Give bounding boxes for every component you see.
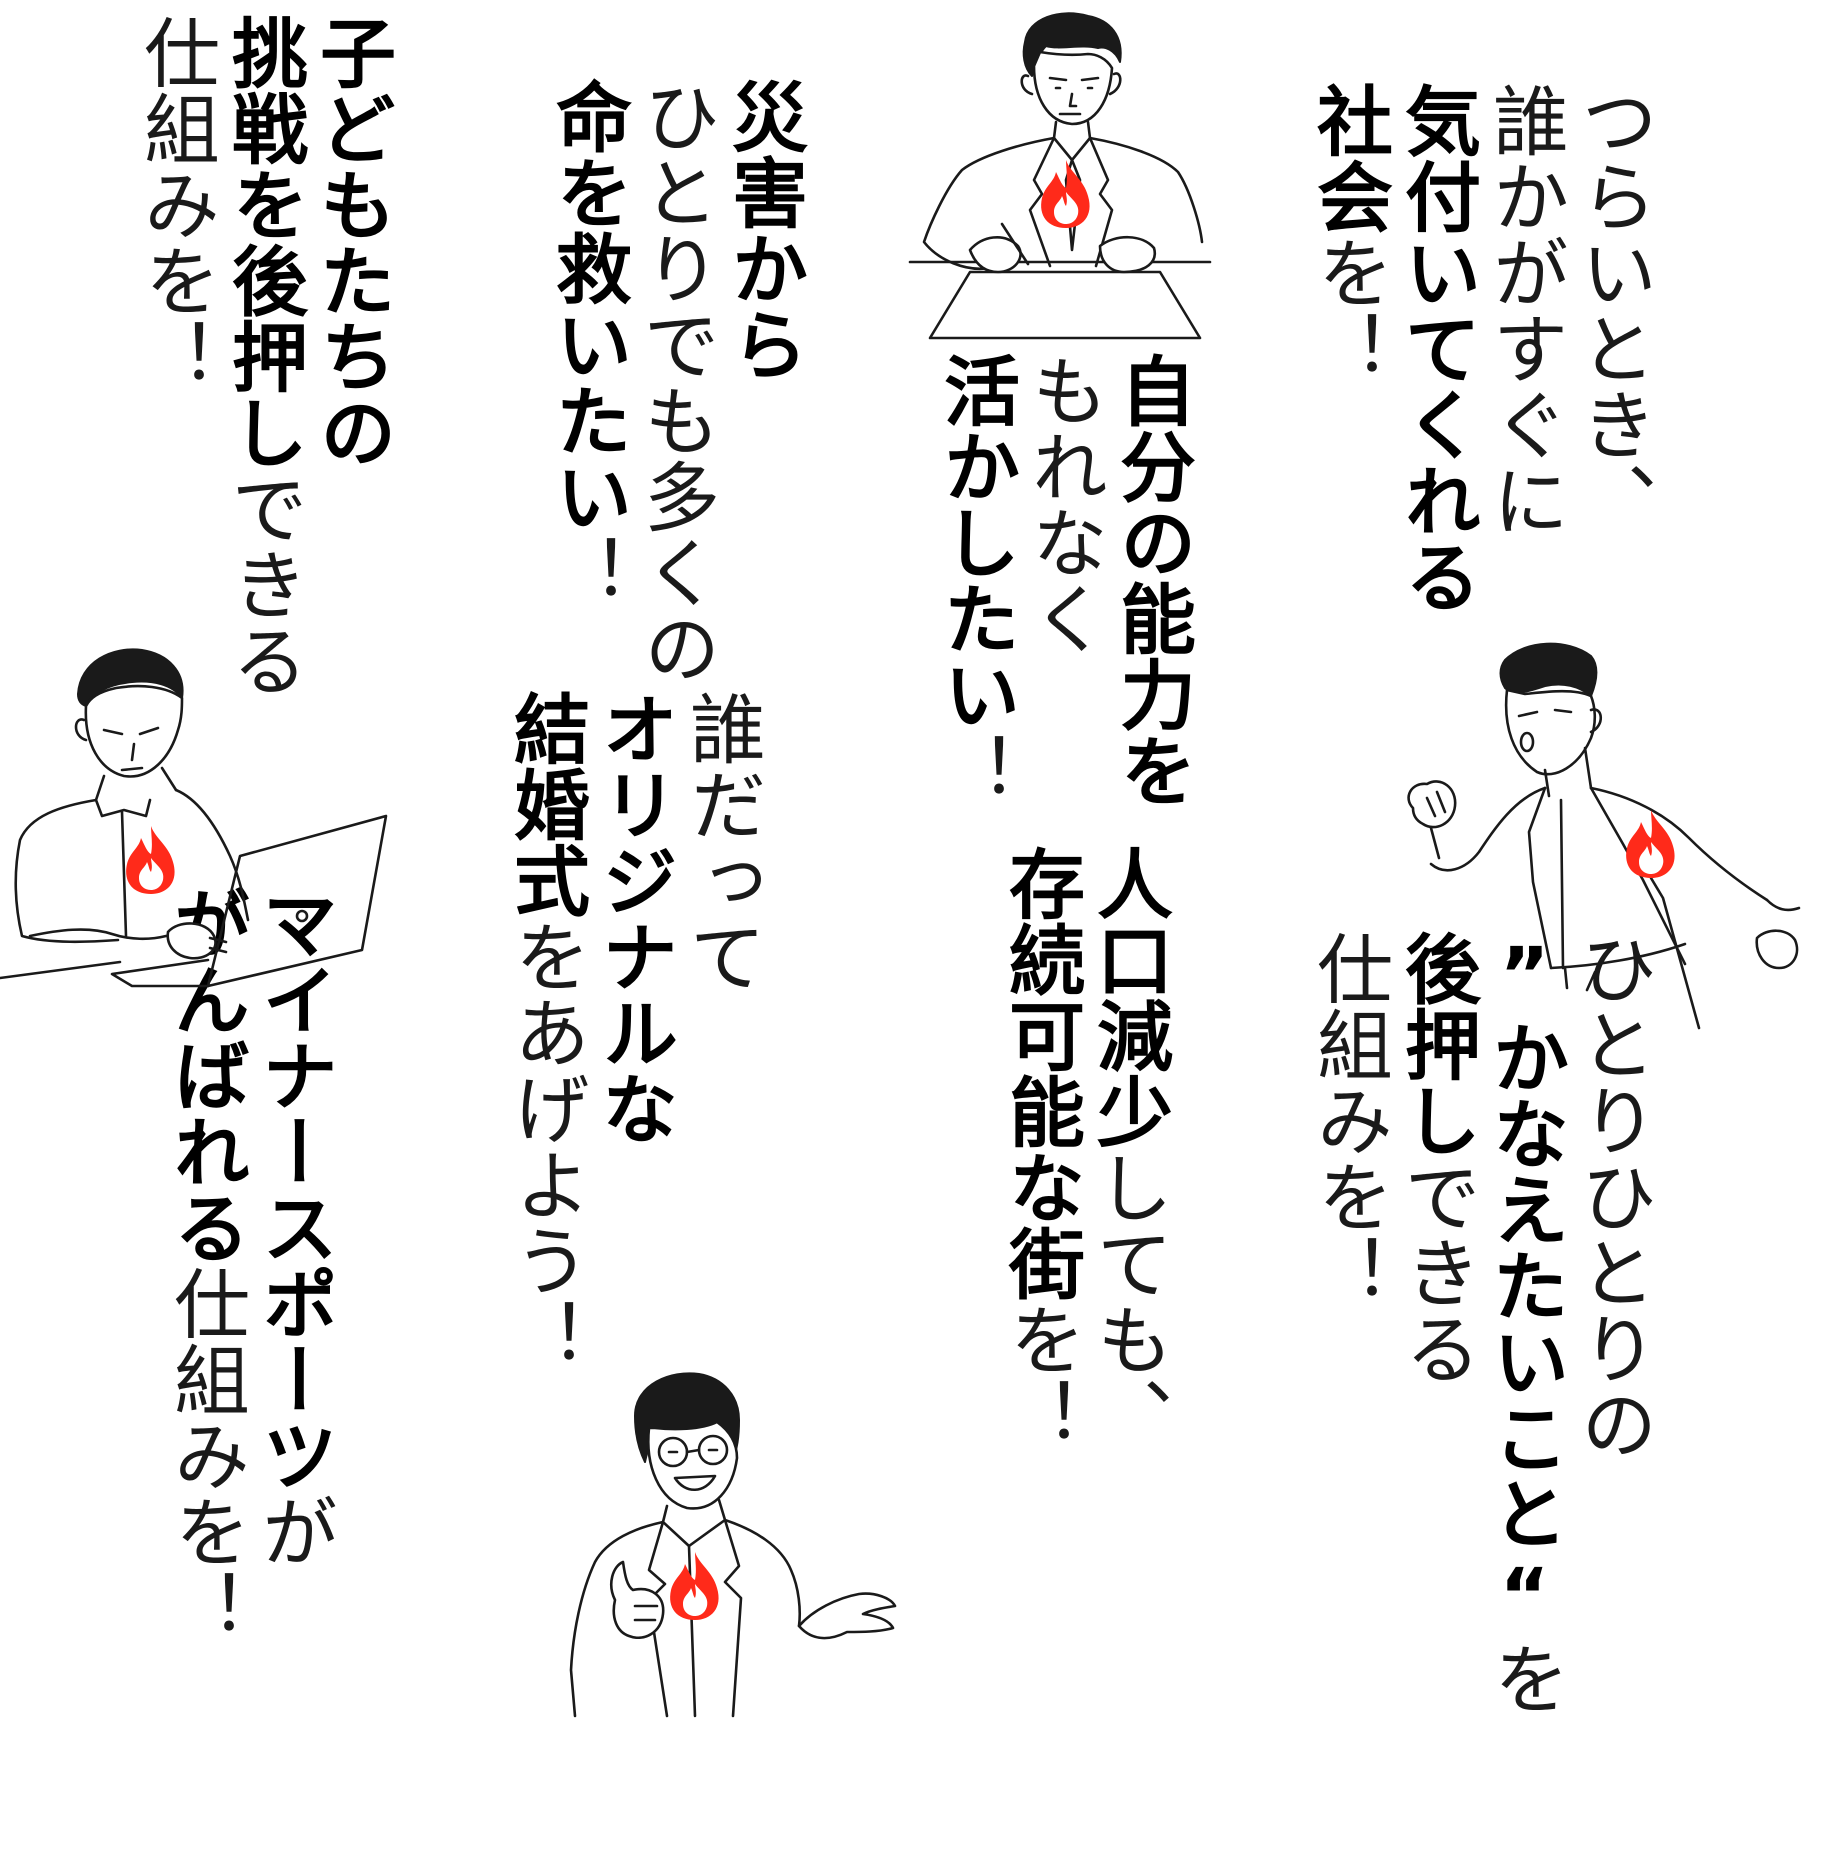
bold-text: 気付いてくれる: [1392, 82, 1481, 614]
bold-text: ”かなえたいこと“: [1480, 930, 1569, 1640]
regular-text: つらいとき、: [1568, 82, 1657, 538]
phrase-line: ”かなえたいこと“を: [1480, 930, 1569, 1810]
regular-text: 仕組みを！: [1304, 930, 1393, 1310]
bold-text: 子どもたちの: [307, 14, 396, 470]
phrase-line: つらいとき、: [1568, 82, 1657, 622]
regular-text: ひとりひとりの: [1568, 930, 1657, 1462]
phrase-line: 誰かがすぐに: [1480, 82, 1569, 622]
phrase-line: 仕組みを！: [1304, 930, 1393, 1810]
person-running-fist-icon: [1395, 638, 1815, 1046]
regular-text: を: [1480, 1640, 1569, 1716]
regular-text: できる: [1392, 1158, 1481, 1386]
phrase-line: マイナースポーツが: [249, 885, 338, 1845]
bold-text: 活かしたい: [931, 352, 1020, 732]
phrase-line: 気付いてくれる: [1392, 82, 1481, 622]
phrase-line: 結婚式をあげよう！: [501, 690, 590, 1374]
bold-text: 人口減少: [1084, 845, 1173, 1149]
regular-text: ！: [931, 732, 1020, 808]
phrase-saigai: 災害からひとりでも多くの命を救いたい！: [537, 78, 808, 698]
phrase-kizuku: つらいとき、誰かがすぐに気付いてくれる社会を！: [1298, 82, 1657, 622]
bold-text: 後押し: [1392, 930, 1481, 1158]
bold-text: 存続可能な街: [996, 845, 1085, 1301]
regular-text: をあげよう！: [501, 918, 590, 1374]
bold-text: 結婚式: [501, 690, 590, 918]
regular-text: ひとりでも多くの: [631, 78, 720, 686]
bold-text: オリジナルな: [589, 690, 678, 1146]
regular-text: しても、: [1084, 1149, 1173, 1453]
phrase-line: 社会を！: [1304, 82, 1393, 622]
phrase-kekkon: 誰だってオリジナルな結婚式をあげよう！: [495, 690, 766, 1374]
phrase-line: がんばれる仕組みを！: [161, 885, 250, 1845]
phrase-kanaetai: ひとりひとりの”かなえたいこと“を後押しできる仕組みを！: [1298, 930, 1657, 1810]
regular-text: 誰だって: [677, 690, 766, 994]
phrase-line: 挑戦を後押しできる: [219, 14, 308, 734]
phrase-line: もれなく: [1019, 352, 1108, 872]
regular-text: を！: [1304, 234, 1393, 386]
phrase-line: 命を救いたい！: [543, 78, 632, 698]
phrase-line: 災害から: [719, 78, 808, 698]
phrase-kodomo: 子どもたちの挑戦を後押しできる仕組みを！: [125, 14, 396, 734]
phrase-line: オリジナルな: [589, 690, 678, 1330]
bold-text: マイナースポーツ: [249, 885, 338, 1493]
bold-text: 命を救いたい: [543, 78, 632, 534]
bold-text: 社会: [1304, 82, 1393, 234]
regular-text: もれなく: [1019, 352, 1108, 656]
phrase-nouryoku: 自分の能力をもれなく活かしたい！: [925, 352, 1196, 872]
regular-text: 誰かがすぐに: [1480, 82, 1569, 538]
regular-text: ！: [543, 534, 632, 610]
phrase-line: ひとりでも多くの: [631, 78, 720, 698]
bold-text: 災害から: [719, 78, 808, 382]
phrase-line: ひとりひとりの: [1568, 930, 1657, 1810]
bold-text: 自分の能力を: [1107, 352, 1196, 808]
phrase-line: 存続可能な街を！: [996, 845, 1085, 1605]
regular-text: できる: [219, 470, 308, 698]
phrase-line: 後押しできる: [1392, 930, 1481, 1810]
person-with-glasses-thumbs-up-icon: [555, 1370, 900, 1720]
phrase-line: 子どもたちの: [307, 14, 396, 734]
regular-text: を！: [996, 1301, 1085, 1453]
phrase-line: 誰だって: [677, 690, 766, 1330]
phrase-line: 仕組みを！: [131, 14, 220, 734]
bold-text: 挑戦を後押し: [219, 14, 308, 470]
person-at-laptop-icon: [0, 640, 400, 1000]
phrase-jinkou: 人口減少しても、存続可能な街を！: [990, 845, 1173, 1605]
phrase-line: 活かしたい！: [931, 352, 1020, 872]
phrase-line: 人口減少しても、: [1084, 845, 1173, 1605]
phrase-line: 自分の能力を: [1107, 352, 1196, 872]
regular-text: が: [249, 1493, 338, 1569]
phrase-sports: マイナースポーツががんばれる仕組みを！: [155, 885, 338, 1845]
person-writing-at-desk-icon: [908, 10, 1212, 345]
regular-text: 仕組みを！: [131, 14, 220, 394]
regular-text: 仕組みを！: [161, 1265, 250, 1645]
